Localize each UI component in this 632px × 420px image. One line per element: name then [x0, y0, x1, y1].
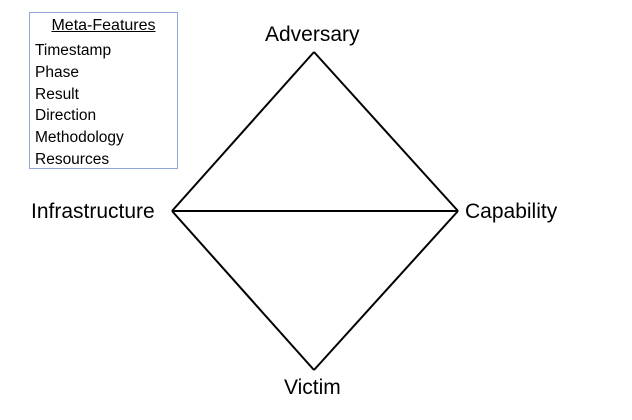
capability-label: Capability [465, 200, 558, 223]
victim-label: Victim [284, 376, 341, 399]
meta-feature-item: Timestamp [35, 42, 112, 59]
meta-features-title: Meta-Features [51, 17, 156, 34]
infrastructure-label: Infrastructure [31, 200, 155, 223]
meta-features-list: Timestamp Phase Result Direction Methodo… [35, 40, 124, 171]
edge-adversary-capability [313, 51, 459, 212]
meta-feature-item: Phase [35, 63, 79, 81]
edge-victim-infrastructure [171, 210, 315, 371]
adversary-label: Adversary [265, 23, 360, 46]
meta-features-box: Meta-Features Timestamp Phase Result Dir… [29, 12, 178, 169]
meta-feature-item: Resources [35, 150, 110, 168]
edge-capability-victim [313, 210, 459, 371]
edge-infrastructure-adversary [171, 51, 315, 212]
meta-feature-item: Methodology [35, 129, 124, 147]
meta-feature-item: Direction [35, 107, 97, 125]
meta-feature-item: Result [35, 85, 79, 103]
